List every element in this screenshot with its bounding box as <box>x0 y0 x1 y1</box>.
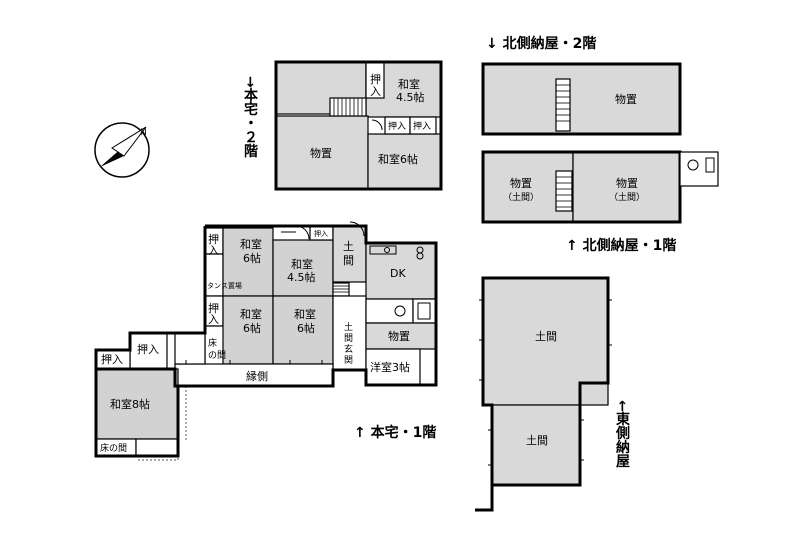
h1-dk: DK <box>390 267 406 280</box>
house-1f-plan: 押 入 タンス置場 押 入 和室 6帖 和室 4.5帖 押入 土 間 DK 和室… <box>94 221 438 461</box>
h1-tokonoma-a-line1: 床 <box>208 337 217 349</box>
h2-storage: 物置 <box>310 146 332 160</box>
nb2-storage: 物置 <box>615 92 637 106</box>
h1-oshiire-top-line1: 押 <box>208 232 219 246</box>
h2-oshiire-a-line2: 入 <box>370 85 381 98</box>
h1-engawa: 縁側 <box>246 369 268 383</box>
h1-doma-line1: 土 <box>343 240 354 253</box>
caption-east-barn: ←東側納屋 <box>614 400 631 469</box>
h1-oshiire-mid-line1: 押 <box>208 301 219 315</box>
h1-washitsu-6c-name: 和室 <box>294 307 316 321</box>
h1-washitsu-6b-size: 6帖 <box>243 322 261 335</box>
caption-house-2f-text: →本宅・２階 <box>242 76 258 159</box>
north-barn-1f-plan: 物置 （土間） 物置 （土間） <box>481 150 719 224</box>
h2-washitsu-45-size: 4.5帖 <box>396 91 425 104</box>
h1-genkan-line1: 土 <box>344 321 353 333</box>
h1-tokonoma-b: 床の間 <box>100 442 127 454</box>
nb1-storage-right-name: 物置 <box>616 176 638 190</box>
caption-north-barn-1f: ↑ 北側納屋・1階 <box>566 237 676 254</box>
h1-genkan-line4: 関 <box>344 355 353 366</box>
h2-oshiire-c: 押入 <box>413 120 431 132</box>
h1-oshiire-top-line2: 入 <box>208 244 219 257</box>
eb-doma-upper: 土間 <box>535 330 557 343</box>
h2-washitsu-6: 和室6帖 <box>378 152 418 166</box>
h1-washitsu-45-name: 和室 <box>291 257 313 271</box>
h1-tokonoma-a-line2: の間 <box>208 350 226 361</box>
h1-storage: 物置 <box>388 329 410 343</box>
h1-youshitsu: 洋室3帖 <box>370 360 410 374</box>
h2-oshiire-b: 押入 <box>388 120 406 132</box>
h1-washitsu-6a-size: 6帖 <box>243 252 261 265</box>
h1-oshiire-mid-line2: 入 <box>208 313 219 326</box>
h1-oshiire-left: 押入 <box>137 342 159 356</box>
nb1-storage-left-name: 物置 <box>510 176 532 190</box>
caption-house-1f: ↑ 本宅・1階 <box>354 424 436 441</box>
h2-oshiire-a-line1: 押 <box>370 72 381 86</box>
h1-washitsu-6a-name: 和室 <box>240 237 262 251</box>
h1-genkan-line3: 玄 <box>344 343 353 355</box>
h1-oshiire-small: 押入 <box>314 229 328 238</box>
eb-doma-lower: 土間 <box>526 434 548 447</box>
h1-washitsu-8: 和室8帖 <box>110 397 150 411</box>
caption-north-barn-2f: ↓ 北側納屋・2階 <box>486 35 596 52</box>
caption-house-2f: →本宅・２階 <box>242 76 258 159</box>
nb1-storage-right-sub: （土間） <box>609 191 645 203</box>
h1-genkan-line2: 間 <box>344 333 353 344</box>
h2-washitsu-45-name: 和室 <box>398 77 420 91</box>
h1-washitsu-45-size: 4.5帖 <box>287 271 316 284</box>
h1-washitsu-6b-name: 和室 <box>240 307 262 321</box>
h1-washitsu-6c-size: 6帖 <box>297 322 315 335</box>
north-barn-2f-plan: 物置 <box>481 62 682 136</box>
compass: N <box>94 122 150 178</box>
h1-doma-line2: 間 <box>343 254 354 267</box>
nb1-storage-left-sub: （土間） <box>503 191 539 203</box>
east-barn-plan: 土間 土間 <box>475 276 612 512</box>
h1-oshiire-left2: 押入 <box>101 352 123 366</box>
h1-tansu: タンス置場 <box>207 281 242 290</box>
compass-north-mark: N <box>140 128 147 138</box>
house-2f-plan: 押 入 和室 4.5帖 押入 押入 物置 和室6帖 <box>274 60 443 191</box>
